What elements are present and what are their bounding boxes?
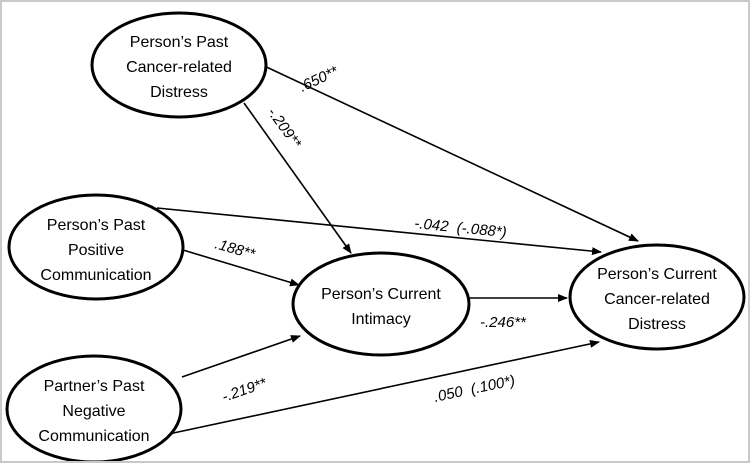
path-arrows	[156, 63, 639, 436]
arrow-negative-to-current-distress	[163, 339, 600, 436]
node-current-distress-line-2: Cancer-related	[604, 291, 710, 308]
node-current-distress-line-3: Distress	[628, 316, 686, 333]
node-current-intimacy-line-1: Person’s Current	[321, 286, 441, 303]
node-past-positive-line-3: Communication	[40, 267, 151, 284]
label-negative-to-intimacy: -.219**	[220, 374, 270, 405]
node-past-distress: Person’s Past Cancer-related Distress	[90, 11, 268, 119]
node-past-distress-line-2: Cancer-related	[126, 59, 232, 76]
node-partner-negative-line-1: Partner’s Past	[44, 378, 145, 395]
node-past-positive-line-2: Positive	[68, 242, 124, 259]
arrow-past-distress-to-current-distress	[259, 63, 639, 242]
label-intimacy-to-current-distress: -.246**	[480, 314, 527, 331]
arrow-positive-to-current-distress	[156, 207, 602, 256]
label-positive-to-intimacy: .188**	[213, 236, 258, 264]
node-past-positive: Person’s Past Positive Communication	[7, 193, 185, 301]
label-past-distress-to-current-distress: .650**	[297, 62, 342, 95]
node-current-intimacy: Person’s Current Intimacy	[291, 251, 471, 357]
node-current-distress: Person’s Current Cancer-related Distress	[568, 243, 746, 351]
label-negative-to-current-distress: .050 (.100*)	[432, 372, 516, 406]
arrow-past-distress-to-intimacy	[243, 102, 352, 254]
node-past-distress-line-3: Distress	[150, 84, 208, 101]
node-partner-negative: Partner’s Past Negative Communication	[5, 354, 183, 461]
node-current-distress-line-1: Person’s Current	[597, 266, 717, 283]
node-past-distress-line-1: Person’s Past	[130, 34, 229, 51]
node-current-intimacy-line-2: Intimacy	[351, 311, 411, 328]
node-past-positive-line-1: Person’s Past	[47, 217, 146, 234]
arrow-positive-to-intimacy	[182, 249, 300, 287]
label-past-distress-to-intimacy: -.209**	[264, 104, 305, 152]
label-positive-to-current-distress: -.042 (-.088*)	[414, 215, 508, 241]
node-partner-negative-line-3: Communication	[38, 428, 149, 445]
node-partner-negative-line-2: Negative	[62, 403, 125, 420]
arrow-negative-to-intimacy	[181, 335, 301, 378]
